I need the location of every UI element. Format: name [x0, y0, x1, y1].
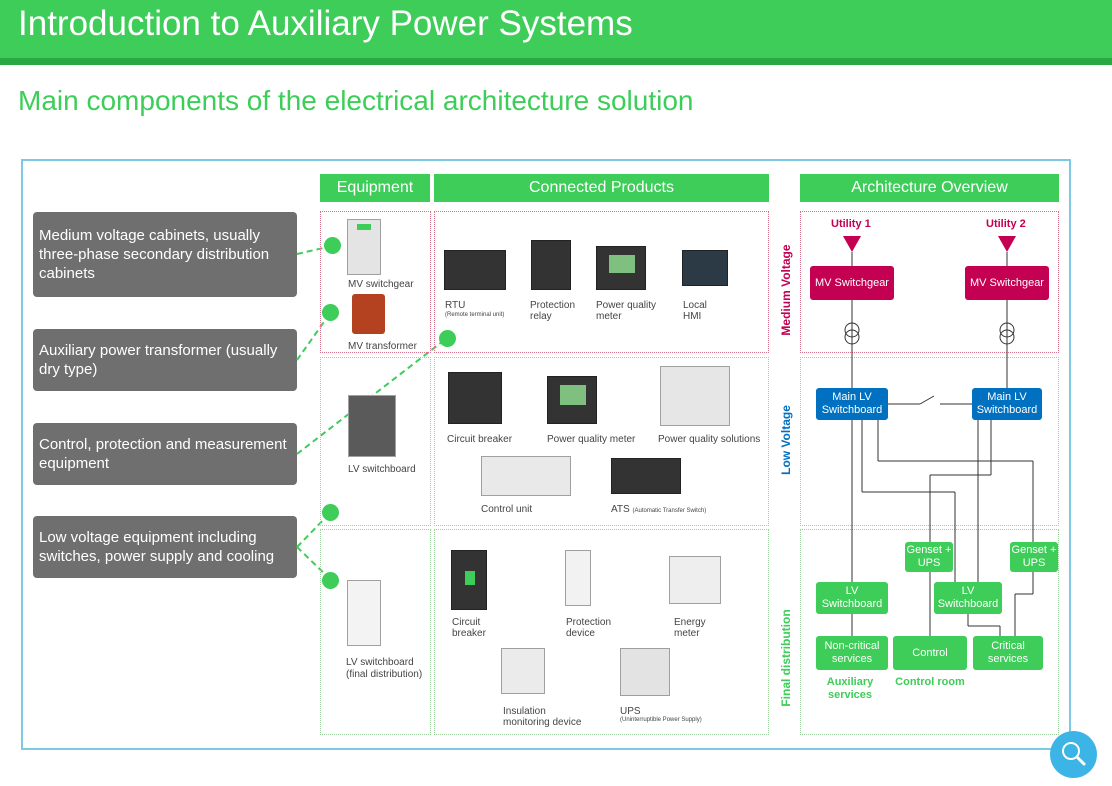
control-unit-label: Control unit: [481, 504, 533, 515]
rtu-label: RTU: [445, 300, 466, 311]
insulation-monitor-sublabel: monitoring device: [503, 717, 582, 728]
energy-meter-sublabel: meter: [674, 628, 700, 639]
pq-solutions-label: Power quality solutions: [658, 434, 761, 445]
main-lv-switchboard-1: Main LV Switchboard: [816, 388, 888, 420]
lv-switchboard-image: [348, 395, 396, 457]
connector-dot: [324, 237, 341, 254]
energy-meter-label: Energy: [674, 617, 706, 628]
utility-1-label: Utility 1: [831, 218, 871, 230]
energy-meter-image: [669, 556, 721, 604]
connector-dot: [322, 304, 339, 321]
header-underline: [0, 58, 1112, 65]
connected-products-header: Connected Products: [434, 174, 769, 202]
insulation-monitor-label: Insulation: [503, 706, 546, 717]
connector-dot: [439, 330, 456, 347]
callout-lv-equipment: Low voltage equipment including switches…: [33, 516, 297, 578]
main-lv-switchboard-2: Main LV Switchboard: [972, 388, 1042, 420]
rtu-sublabel: (Remote terminal unit): [445, 312, 505, 318]
control-unit-image: [481, 456, 571, 496]
lv-switchboard-arch-1: LV Switchboard: [816, 582, 888, 614]
protection-device-sublabel: device: [566, 628, 595, 639]
ups-label: UPS: [620, 706, 641, 717]
callout-control-protection: Control, protection and measurement equi…: [33, 423, 297, 485]
page-subtitle: Main components of the electrical archit…: [18, 85, 694, 116]
lv-final-label: LV switchboard: [346, 657, 414, 668]
architecture-mv-section: [800, 211, 1059, 353]
connector-dot: [322, 504, 339, 521]
control-box: Control: [893, 636, 967, 670]
products-lv-section: [434, 357, 769, 526]
auxiliary-services-caption: Auxiliary services: [826, 676, 874, 701]
mv-switchgear-label: MV switchgear: [348, 279, 414, 290]
protection-relay-image: [531, 240, 571, 290]
equipment-lv-section: [320, 357, 431, 526]
protection-relay-sublabel: relay: [530, 311, 552, 322]
lv-switchboard-arch-2: LV Switchboard: [934, 582, 1002, 614]
ats-label: ATS (Automatic Transfer Switch): [611, 504, 707, 515]
pq-meter-mv-sublabel: meter: [596, 311, 622, 322]
mv-transformer-image: [352, 294, 385, 334]
genset-ups-1: Genset + UPS: [905, 542, 953, 572]
products-mv-section: [434, 211, 769, 353]
equipment-mv-section: [320, 211, 431, 353]
callout-mv-cabinets: Medium voltage cabinets, usually three-p…: [33, 212, 297, 297]
products-fd-section: [434, 529, 769, 735]
genset-ups-2: Genset + UPS: [1010, 542, 1058, 572]
critical-services-box: Critical services: [973, 636, 1043, 670]
control-room-caption: Control room: [895, 676, 965, 688]
insulation-monitor-image: [501, 648, 545, 694]
architecture-overview-header: Architecture Overview: [800, 174, 1059, 202]
pq-meter-mv-image: [596, 246, 646, 290]
search-icon: [1062, 742, 1086, 766]
pq-meter-mv-label: Power quality: [596, 300, 657, 311]
circuit-breaker-fd-label: Circuit: [452, 617, 481, 628]
circuit-breaker-lv-label: Circuit breaker: [447, 434, 513, 445]
page-title: Introduction to Auxiliary Power Systems: [18, 4, 633, 43]
circuit-breaker-fd-image: [451, 550, 487, 610]
zoom-button[interactable]: [1050, 731, 1097, 778]
mv-switchgear-2: MV Switchgear: [965, 266, 1049, 300]
mv-transformer-label: MV transformer: [348, 341, 417, 352]
protection-device-label: Protection: [566, 617, 612, 628]
callout-transformer: Auxiliary power transformer (usually dry…: [33, 329, 297, 391]
content-frame: [21, 159, 1071, 750]
pq-solutions-image: [660, 366, 730, 426]
mv-switchgear-image: [347, 219, 381, 275]
utility-2-label: Utility 2: [986, 218, 1026, 230]
non-critical-services-box: Non-critical services: [816, 636, 888, 670]
mv-switchgear-1: MV Switchgear: [810, 266, 894, 300]
connector-dot: [322, 572, 339, 589]
circuit-breaker-lv-image: [448, 372, 502, 424]
lv-switchboard-label: LV switchboard: [348, 464, 416, 475]
equipment-header: Equipment: [320, 174, 430, 202]
circuit-breaker-fd-sublabel: breaker: [452, 628, 486, 639]
lv-final-switchboard-image: [347, 580, 381, 646]
local-hmi-label: Local: [683, 300, 707, 311]
lv-final-sublabel: (final distribution): [346, 669, 423, 680]
header-bar: [0, 0, 1112, 58]
equipment-fd-section: [320, 529, 431, 735]
rtu-image: [444, 250, 506, 290]
ats-image: [611, 458, 681, 494]
ups-sublabel: (Uninterruptible Power Supply): [620, 717, 702, 723]
ups-image: [620, 648, 670, 696]
pq-meter-lv-label: Power quality meter: [547, 434, 636, 445]
local-hmi-sublabel: HMI: [683, 311, 702, 322]
local-hmi-image: [682, 250, 728, 286]
pq-meter-lv-image: [547, 376, 597, 424]
protection-relay-label: Protection: [530, 300, 576, 311]
protection-device-image: [565, 550, 591, 606]
